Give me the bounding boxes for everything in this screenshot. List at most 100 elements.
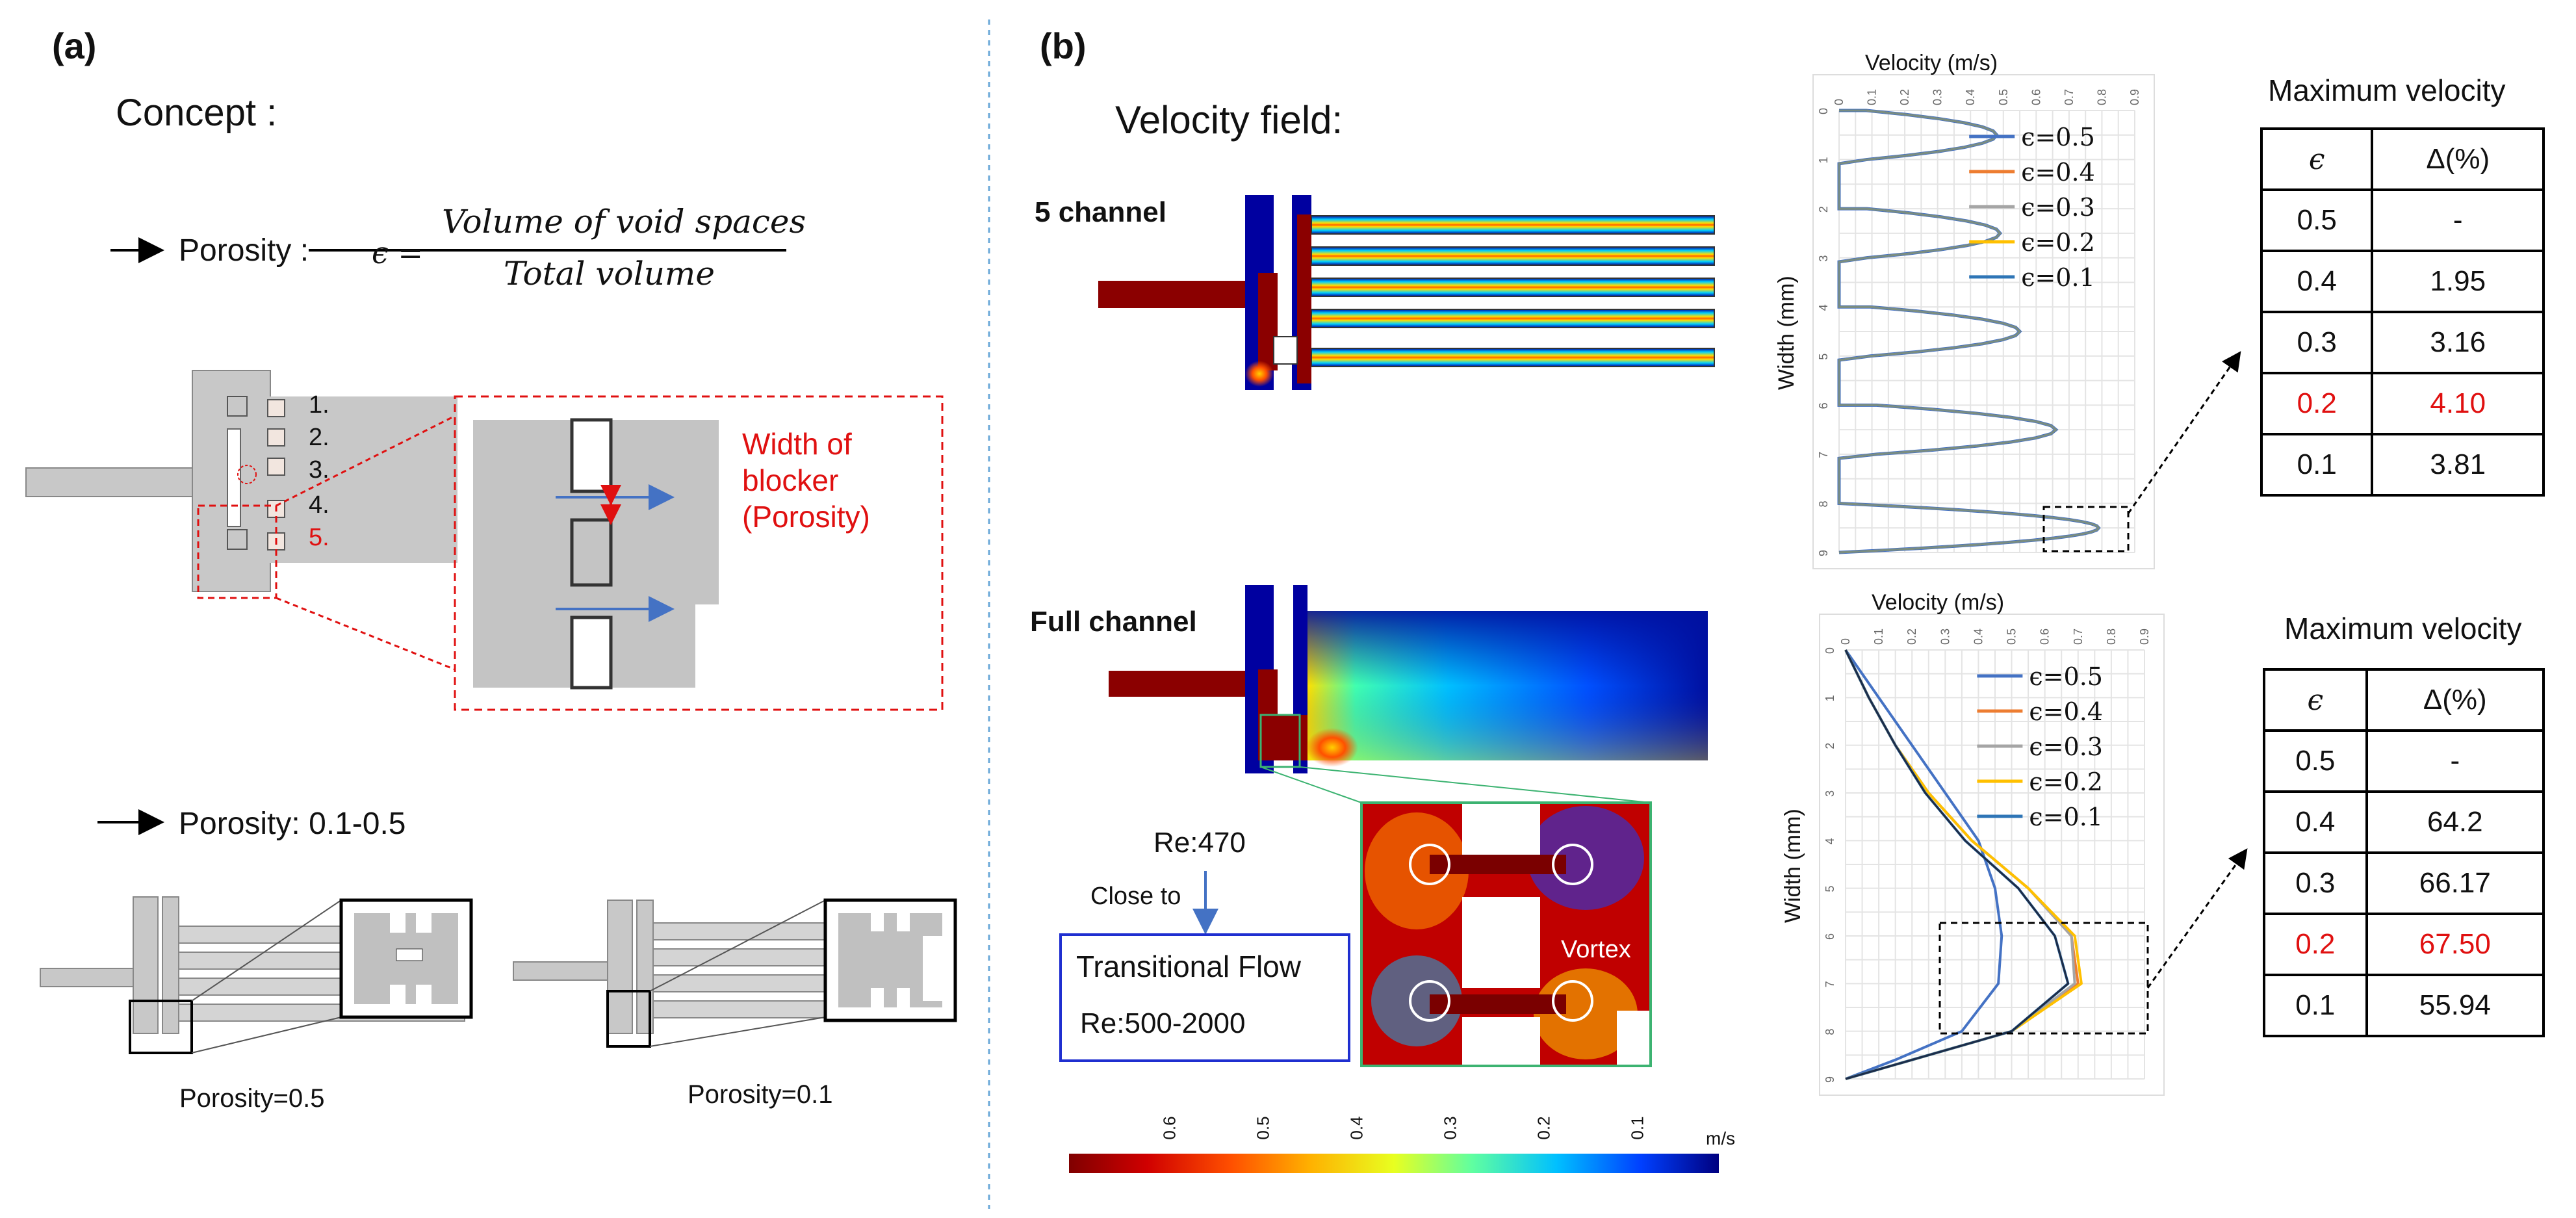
formula-numerator: Volume of void spaces [442,203,806,240]
table2-cell: 66.17 [2365,851,2545,915]
y-tick-label: 7 [1823,981,1836,987]
colorbar-tick-02: 0.2 [1534,1116,1554,1140]
panel-a-label: (a) [52,25,97,66]
x-tick-label: 0.1 [1866,89,1879,105]
y-tick-label: 5 [1823,886,1836,892]
porosity-schematic [25,370,457,599]
peak-highlight-box-2 [1938,922,2149,1035]
table1-cell-highlight: 0.2 [2260,372,2374,435]
five-channel-field [1098,195,1715,390]
peak-highlight-box-1 [2042,506,2130,552]
table1-col-eps: ϵ [2260,127,2374,191]
table2-cell: - [2365,729,2545,793]
re-range-label: Re:500-2000 [1080,1007,1246,1039]
full-channel-label: Full channel [1030,606,1197,638]
y-tick-label: 8 [1817,500,1830,507]
y-tick-label: 4 [1823,838,1836,844]
table2-cell: 0.4 [2263,790,2368,854]
outlet-number-4: 4. [309,491,329,519]
vortex-zoom [1360,801,1652,1067]
table2-cell: 64.2 [2365,790,2545,854]
x-tick-label: 0.3 [1938,628,1951,645]
y-tick-label: 0 [1823,647,1836,654]
y-tick-label: 8 [1823,1029,1836,1035]
y-tick-label: 3 [1823,790,1836,797]
legend-label: ϵ=0.5 [2029,662,2103,691]
colorbar-tick-06: 0.6 [1159,1116,1179,1140]
y-tick-label: 5 [1817,354,1830,360]
chart-frame [1812,74,2155,569]
y-tick-label: 6 [1817,402,1830,409]
legend-label: ϵ=0.5 [2021,123,2095,151]
chart-title: Velocity (m/s) [1865,51,1998,75]
y-tick-label: 1 [1823,695,1836,701]
x-tick-label: 0.9 [2138,628,2151,645]
zoom-callout-box [454,395,944,711]
series-line [1844,649,2070,1080]
x-tick-label: 0.1 [1872,628,1885,645]
table2-col-eps: ϵ [2263,668,2368,732]
table2-title: Maximum velocity [2284,612,2522,645]
blocker-callout: Width of blocker (Porosity) [742,427,870,534]
five-channel-label: 5 channel [1035,196,1166,228]
table2-cell: 0.5 [2263,729,2368,793]
x-tick-label: 0.2 [1898,89,1911,105]
porosity-01-caption: Porosity=0.1 [688,1080,833,1109]
legend-label: ϵ=0.4 [2029,697,2103,726]
porosity-label: Porosity : [179,233,309,268]
formula-lhs: ϵ = [372,235,423,270]
x-tick-label: 0 [1839,638,1852,645]
concept-heading: Concept : [116,92,277,134]
x-tick-label: 0.5 [1997,89,2010,105]
x-tick-label: 0.2 [1905,628,1918,645]
table2-col-delta: Δ(%) [2365,668,2545,732]
porosity-05-drawing [40,896,473,1054]
y-tick-label: 6 [1823,933,1836,940]
y-tick-label: 9 [1817,550,1830,556]
velocity-field-title: Velocity field: [1115,98,1343,142]
x-tick-label: 0.4 [1964,89,1977,105]
x-tick-label: 0 [1833,99,1846,105]
x-tick-label: 0.8 [2095,89,2108,105]
x-tick-label: 0.7 [2072,628,2085,645]
y-tick-label: 4 [1817,304,1830,311]
chart-title: Velocity (m/s) [1872,590,2004,615]
vortex-label: Vortex [1561,936,1631,963]
transitional-flow-label: Transitional Flow [1076,950,1301,983]
colorbar-unit: m/s [1706,1128,1736,1148]
legend-label: ϵ=0.3 [2021,193,2095,222]
legend-label: ϵ=0.1 [2029,803,2103,831]
colorbar-tick-03: 0.3 [1440,1116,1460,1140]
y-tick-label: 0 [1817,108,1830,114]
formula-denominator: Total volume [504,255,715,292]
table1-cell: - [2371,188,2545,252]
x-tick-label: 0.5 [2005,628,2018,645]
legend-label: ϵ=0.4 [2021,158,2095,187]
outlet-number-3: 3. [309,456,329,484]
table2-cell: 0.3 [2263,851,2368,915]
table2-cell: 0.1 [2263,974,2368,1037]
table1-cell: 3.81 [2371,433,2545,497]
colorbar-tick-05: 0.5 [1253,1116,1273,1140]
porosity-01-drawing [513,898,957,1048]
table2-cell-highlight: 0.2 [2263,913,2368,976]
x-tick-label: 0.9 [2128,89,2141,105]
transitional-flow-box [1059,933,1350,1062]
close-to-label: Close to [1090,883,1181,910]
x-tick-label: 0.4 [1972,628,1985,645]
x-tick-label: 0.3 [1931,89,1944,105]
y-tick-label: 2 [1823,743,1836,749]
table1-cell: 0.4 [2260,250,2374,313]
table1-cell-highlight: 4.10 [2371,372,2545,435]
panel-b-label: (b) [1040,25,1087,66]
x-tick-label: 0.7 [2063,89,2076,105]
y-tick-label: 9 [1823,1076,1836,1083]
legend-label: ϵ=0.3 [2029,732,2103,761]
porosity-05-caption: Porosity=0.5 [179,1084,325,1113]
colorbar-tick-04: 0.4 [1346,1116,1367,1140]
outlet-number-5: 5. [309,524,329,551]
table1-cell: 3.16 [2371,311,2545,374]
